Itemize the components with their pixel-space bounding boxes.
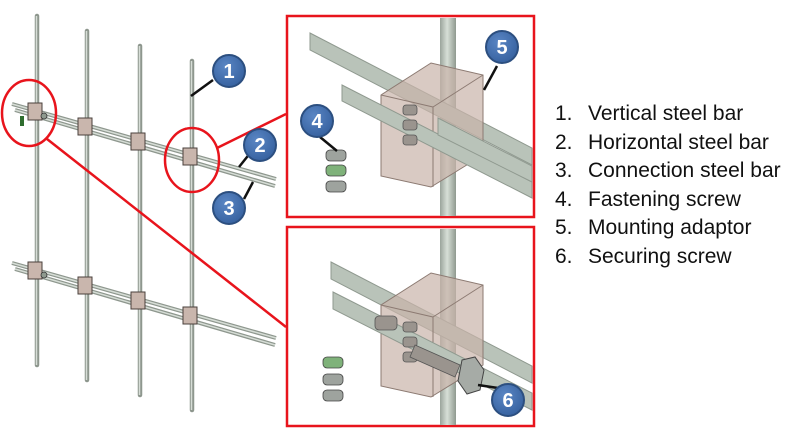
legend-item: 4. Fastening screw (555, 186, 781, 215)
adaptor (77, 276, 93, 295)
securing-screw (409, 344, 485, 395)
legend-number: 5. (555, 216, 573, 239)
adaptor (182, 147, 198, 166)
badge-6-label: 6 (502, 390, 513, 412)
legend-number: 1. (555, 102, 573, 125)
adaptors (27, 102, 198, 325)
legend-text: Fastening screw (588, 187, 741, 211)
legend-item: 6. Securing screw (555, 243, 781, 272)
overview-assembly (0, 13, 287, 413)
adaptor (182, 306, 198, 325)
adaptor (27, 102, 43, 121)
callout-line-bottom (46, 138, 287, 328)
badge-6: 6 (491, 383, 525, 417)
legend-text: Connection steel bar (588, 159, 781, 182)
badge-4-label: 4 (311, 111, 323, 133)
badge-3: 3 (212, 191, 246, 225)
badge-4: 4 (300, 104, 334, 138)
badge-1: 1 (212, 54, 246, 88)
legend-number: 6. (555, 244, 573, 268)
legend-text: Mounting adaptor (588, 216, 752, 239)
adaptor (130, 291, 146, 310)
legend-item: 3. Connection steel bar (555, 157, 781, 186)
legend-text: Vertical steel bar (588, 102, 744, 125)
fastening-screws (325, 149, 347, 193)
badge-2-label: 2 (254, 135, 265, 157)
highlight-circle-left (0, 78, 58, 148)
badge-5-label: 5 (496, 37, 507, 59)
highlight-circle-right (163, 126, 221, 194)
legend-item: 2. Horizontal steel bar (555, 129, 781, 158)
legend-number: 4. (555, 187, 573, 211)
screws-overview (20, 112, 48, 279)
legend-text: Securing screw (588, 244, 732, 268)
leader-lines (190, 78, 255, 200)
badge-5: 5 (485, 30, 519, 64)
legend-number: 2. (555, 130, 573, 154)
badge-3-label: 3 (223, 198, 234, 220)
adaptor (27, 261, 43, 280)
legend-text: Horizontal steel bar (588, 130, 769, 154)
legend-number: 3. (555, 159, 573, 182)
legend-item: 5. Mounting adaptor (555, 214, 781, 243)
vertical-bars (34, 13, 195, 413)
badge-1-label: 1 (223, 61, 234, 83)
adaptor (130, 132, 146, 151)
parts-legend: 1. Vertical steel bar 2. Horizontal steel … (555, 100, 781, 271)
adaptor (77, 117, 93, 136)
spare-screws (322, 356, 344, 402)
badge-2: 2 (243, 128, 277, 162)
legend-item: 1. Vertical steel bar (555, 100, 781, 129)
